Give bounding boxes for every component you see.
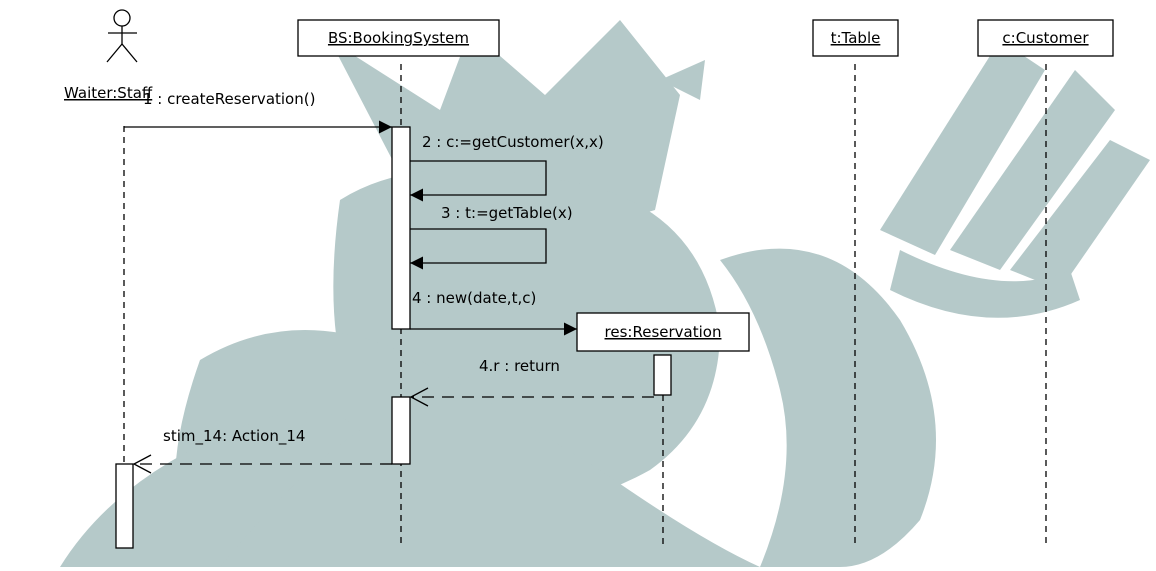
participant-bs: BS:BookingSystem xyxy=(297,19,500,57)
activation-res xyxy=(653,354,672,396)
message-3-label: 3 : t:=getTable(x) xyxy=(441,204,573,222)
activations xyxy=(115,126,672,549)
watermark-logo xyxy=(60,20,1150,568)
activation-bs-2 xyxy=(391,396,411,465)
message-2-label: 2 : c:=getCustomer(x,x) xyxy=(422,133,604,151)
participant-bs-label: BS:BookingSystem xyxy=(328,29,469,47)
message-3-arrow xyxy=(410,228,547,270)
participant-customer-label: c:Customer xyxy=(1002,29,1089,47)
activation-bs-1 xyxy=(391,126,411,330)
actor-head xyxy=(113,9,131,27)
activation-waiter xyxy=(115,463,134,549)
participant-customer: c:Customer xyxy=(977,19,1114,57)
message-4r-label: 4.r : return xyxy=(479,357,560,375)
message-4r-arrowhead xyxy=(409,387,429,407)
participant-table: t:Table xyxy=(812,19,899,57)
participant-res: res:Reservation xyxy=(576,312,750,352)
participant-waiter-label: Waiter:Staff xyxy=(64,84,153,102)
participant-table-label: t:Table xyxy=(831,29,881,47)
message-4-label: 4 : new(date,t,c) xyxy=(412,289,536,307)
participant-res-label: res:Reservation xyxy=(605,323,722,341)
message-6-label: stim_14: Action_14 xyxy=(163,427,305,446)
message-6-arrowhead xyxy=(132,454,152,474)
actor-waiter xyxy=(106,9,138,63)
message-2-arrow xyxy=(410,160,547,202)
message-1-label: 1 : createReservation() xyxy=(143,90,315,108)
